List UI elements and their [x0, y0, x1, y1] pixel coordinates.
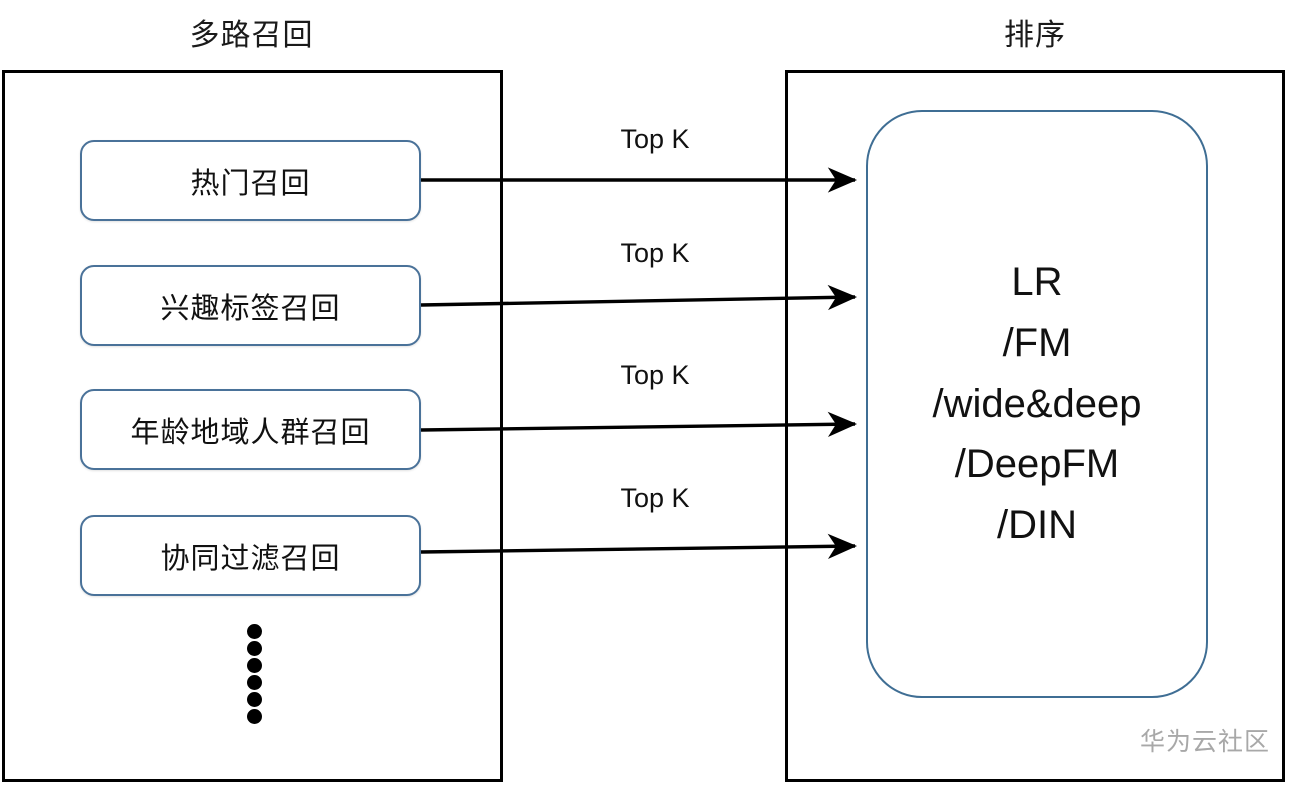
- left-column-title: 多路召回: [189, 19, 314, 52]
- ellipsis-dot: [247, 658, 262, 673]
- arrow-label-topk-1: Top K: [620, 124, 690, 154]
- ellipsis-dot: [247, 675, 262, 690]
- ranking-model-line: LR: [1011, 260, 1063, 304]
- ellipsis-dot: [247, 624, 262, 639]
- ranking-model-line: /wide&deep: [932, 381, 1142, 426]
- recall-box-label: 热门召回: [190, 167, 311, 200]
- recall-box-popular[interactable]: 热门召回: [80, 140, 421, 221]
- ranking-model-box[interactable]: LR /FM /wide&deep /DeepFM /DIN: [866, 110, 1208, 698]
- recall-box-interest-tag[interactable]: 兴趣标签召回: [80, 265, 421, 346]
- right-column-title: 排序: [1004, 19, 1066, 52]
- arrow-label-topk-4: Top K: [620, 483, 690, 513]
- recall-box-collaborative-filtering[interactable]: 协同过滤召回: [80, 515, 421, 596]
- vertical-ellipsis-icon: [247, 624, 265, 724]
- arrow-label-topk-3: Top K: [620, 360, 690, 390]
- arrow-label-topk-2: Top K: [620, 238, 690, 268]
- ellipsis-dot: [247, 641, 262, 656]
- recall-box-label: 协同过滤召回: [160, 542, 341, 575]
- recall-box-age-region-group[interactable]: 年龄地域人群召回: [80, 389, 421, 470]
- watermark: 华为云社区: [1140, 729, 1271, 756]
- ellipsis-dot: [247, 709, 262, 724]
- ranking-model-line: /DeepFM: [954, 442, 1120, 487]
- recall-box-label: 兴趣标签召回: [160, 292, 341, 325]
- ranking-model-line: /DIN: [997, 503, 1077, 548]
- ellipsis-dot: [247, 692, 262, 707]
- recall-box-label: 年龄地域人群召回: [130, 416, 371, 449]
- ranking-model-line: /FM: [1002, 320, 1072, 365]
